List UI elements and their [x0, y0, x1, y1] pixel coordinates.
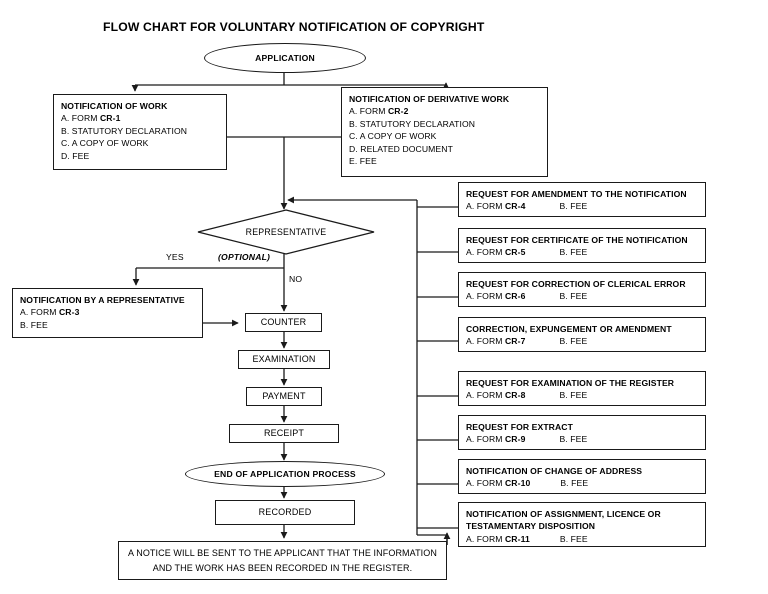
node-examination: EXAMINATION [238, 350, 330, 369]
node-request-cr-7: CORRECTION, EXPUNGEMENT OR AMENDMENT A. … [458, 317, 706, 352]
node-receipt-label: RECEIPT [263, 428, 305, 439]
node-counter-label: COUNTER [260, 317, 307, 328]
node-application: APPLICATION [204, 43, 366, 73]
node-line: B. FEE [20, 319, 48, 330]
node-line: B. STATUTORY DECLARATION [349, 118, 476, 129]
node-decision-label: REPRESENTATIVE [245, 227, 327, 237]
node-line-form: A. FORM CR-1 [61, 113, 121, 124]
node-request-cr-6: REQUEST FOR CORRECTION OF CLERICAL ERROR… [458, 272, 706, 307]
notice-line-2: AND THE WORK HAS BEEN RECORDED IN THE RE… [152, 562, 413, 573]
node-notification-by-representative: NOTIFICATION BY A REPRESENTATIVE A. FORM… [12, 288, 203, 338]
node-line-form: A. FORM CR-2 [349, 106, 409, 117]
node-heading: CORRECTION, EXPUNGEMENT OR AMENDMENT [466, 324, 672, 334]
page-title: FLOW CHART FOR VOLUNTARY NOTIFICATION OF… [103, 20, 485, 34]
notice-line-1: A NOTICE WILL BE SENT TO THE APPLICANT T… [128, 547, 437, 558]
edge-label-no: NO [289, 274, 303, 284]
node-heading: REQUEST FOR CORRECTION OF CLERICAL ERROR [466, 279, 686, 289]
node-heading: NOTIFICATION OF ASSIGNMENT, LICENCE OR [466, 509, 661, 519]
node-notification-of-derivative-work: NOTIFICATION OF DERIVATIVE WORK A. FORM … [341, 87, 548, 177]
node-heading: NOTIFICATION BY A REPRESENTATIVE [20, 295, 185, 305]
edge-label-yes: YES [166, 252, 184, 262]
node-heading: REQUEST FOR EXTRACT [466, 422, 573, 432]
node-notice: A NOTICE WILL BE SENT TO THE APPLICANT T… [118, 541, 447, 580]
node-request-cr-4: REQUEST FOR AMENDMENT TO THE NOTIFICATIO… [458, 182, 706, 217]
node-heading: NOTIFICATION OF DERIVATIVE WORK [349, 94, 510, 104]
node-request-cr-10: NOTIFICATION OF CHANGE OF ADDRESS A. FOR… [458, 459, 706, 494]
node-heading: NOTIFICATION OF WORK [61, 101, 168, 111]
node-receipt: RECEIPT [229, 424, 339, 443]
edge-label-optional: (OPTIONAL) [218, 252, 271, 262]
node-line: C. A COPY OF WORK [349, 131, 437, 142]
node-application-label: APPLICATION [255, 53, 315, 63]
node-line: D. RELATED DOCUMENT [349, 143, 453, 154]
node-heading-line-2: TESTAMENTARY DISPOSITION [466, 521, 596, 532]
node-end-of-application-process: END OF APPLICATION PROCESS [185, 461, 385, 487]
node-request-cr-11: NOTIFICATION OF ASSIGNMENT, LICENCE OR T… [458, 502, 706, 547]
node-line-form: A. FORM CR-3 [20, 307, 80, 318]
node-heading: NOTIFICATION OF CHANGE OF ADDRESS [466, 466, 643, 476]
node-line: C. A COPY OF WORK [61, 138, 149, 149]
node-request-cr-5: REQUEST FOR CERTIFICATE OF THE NOTIFICAT… [458, 228, 706, 263]
node-decision-representative [197, 209, 375, 255]
node-payment-label: PAYMENT [262, 391, 306, 402]
node-line: E. FEE [349, 156, 377, 167]
node-counter: COUNTER [245, 313, 322, 332]
node-notification-of-work: NOTIFICATION OF WORK A. FORM CR-1 B. STA… [53, 94, 227, 170]
node-line: B. STATUTORY DECLARATION [61, 125, 188, 136]
node-examination-label: EXAMINATION [252, 354, 316, 365]
node-heading: REQUEST FOR EXAMINATION OF THE REGISTER [466, 378, 675, 388]
node-heading: REQUEST FOR AMENDMENT TO THE NOTIFICATIO… [466, 189, 687, 199]
node-heading: REQUEST FOR CERTIFICATE OF THE NOTIFICAT… [466, 235, 688, 245]
node-request-cr-8: REQUEST FOR EXAMINATION OF THE REGISTER … [458, 371, 706, 406]
node-payment: PAYMENT [246, 387, 322, 406]
node-recorded-label: RECORDED [258, 507, 312, 518]
node-end-label: END OF APPLICATION PROCESS [214, 469, 356, 479]
node-recorded: RECORDED [215, 500, 355, 525]
node-line: D. FEE [61, 150, 90, 161]
